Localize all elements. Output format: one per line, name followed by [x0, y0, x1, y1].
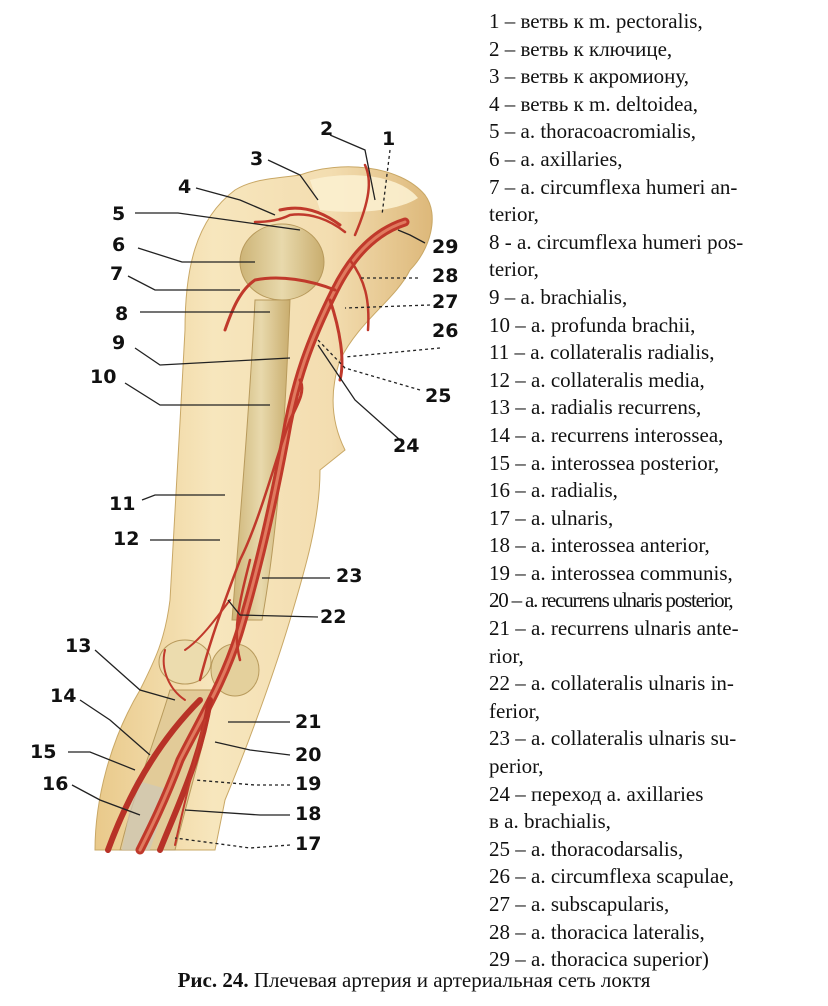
anatomy-svg: 1 2 3 4 5 6 7 8 9 10 11 12 13 14 15 16 1… — [30, 118, 458, 855]
legend-item-24: 24 – переход a. axillaries — [489, 781, 704, 806]
elbow-condyle — [158, 639, 212, 685]
label-12: 12 — [113, 528, 139, 550]
legend-item-6: 6 – a. axillaries, — [489, 146, 623, 171]
label-7: 7 — [110, 263, 123, 285]
label-9: 9 — [112, 332, 125, 354]
legend-item-4: 4 – ветвь к m. deltoidea, — [489, 91, 699, 116]
legend-item-23-cont: perior, — [489, 754, 544, 779]
arteries — [105, 163, 410, 855]
label-19: 19 — [295, 773, 321, 795]
label-24: 24 — [393, 435, 419, 457]
number-labels: 1 2 3 4 5 6 7 8 9 10 11 12 13 14 15 16 1… — [30, 118, 458, 855]
label-26: 26 — [432, 320, 458, 342]
legend-item-1: 1 – ветвь к m. pectoralis, — [489, 9, 703, 33]
legend-item-15: 15 – a. interossea posterior, — [489, 450, 720, 475]
figure-legend: 1 – ветвь к m. pectoralis, 2 – ветвь к к… — [489, 8, 824, 974]
ulnar-artery — [157, 697, 213, 853]
label-18: 18 — [295, 803, 321, 825]
legend-item-16: 16 – a. radialis, — [489, 478, 618, 503]
label-1: 1 — [382, 128, 395, 150]
legend-item-20: 20 – a. recurrens ulnaris posterior, — [489, 588, 734, 613]
label-17: 17 — [295, 833, 321, 855]
legend-item-8: 8 - a. circumflexa humeri pos- — [489, 229, 744, 254]
legend-item-18: 18 – a. interossea anterior, — [489, 533, 710, 558]
legend-item-25: 25 – a. thoracodarsalis, — [489, 836, 684, 861]
legend-item-7: 7 – a. circumflexa humeri an- — [489, 174, 738, 199]
arm-arteries-illustration: 1 2 3 4 5 6 7 8 9 10 11 12 13 14 15 16 1… — [0, 0, 470, 870]
legend-item-21: 21 – a. recurrens ulnaris ante- — [489, 616, 739, 641]
label-23: 23 — [336, 565, 362, 587]
label-4: 4 — [178, 176, 191, 198]
label-6: 6 — [112, 234, 125, 256]
label-8: 8 — [115, 303, 128, 325]
legend-item-5: 5 – a. thoracoacromialis, — [489, 119, 697, 144]
legend-item-7-cont: terior, — [489, 202, 539, 227]
label-3: 3 — [250, 148, 263, 170]
legend-item-17: 17 – a. ulnaris, — [489, 505, 614, 530]
radial-artery — [105, 697, 203, 853]
legend-item-2: 2 – ветвь к ключице, — [489, 36, 673, 61]
legend-item-8-cont: terior, — [489, 257, 539, 282]
legend-item-21-cont: rior, — [489, 643, 524, 668]
label-5: 5 — [112, 203, 125, 225]
figure-caption: Рис. 24. Плечевая артерия и артериальная… — [0, 968, 828, 993]
legend-item-23: 23 – a. collateralis ulnaris su- — [489, 726, 737, 751]
legend-item-19: 19 – a. interossea communis, — [489, 560, 733, 585]
label-20: 20 — [295, 744, 321, 766]
legend-item-14: 14 – a. recurrens interossea, — [489, 422, 724, 447]
label-2: 2 — [320, 118, 333, 140]
legend-item-9: 9 – a. brachialis, — [489, 284, 628, 309]
label-11: 11 — [109, 493, 135, 515]
legend-item-22-cont: ferior, — [489, 698, 541, 723]
caption-figure-number: Рис. 24. — [177, 968, 249, 992]
label-15: 15 — [30, 741, 56, 763]
legend-item-3: 3 – ветвь к акромиону, — [489, 64, 690, 89]
legend-item-13: 13 – a. radialis recurrens, — [489, 395, 702, 420]
label-29: 29 — [432, 236, 458, 258]
label-27: 27 — [432, 291, 458, 313]
label-14: 14 — [50, 685, 76, 707]
legend-item-22: 22 – a. collateralis ulnaris in- — [489, 671, 734, 696]
legend-item-29: 29 – a. thoracica superior) — [489, 947, 709, 972]
label-22: 22 — [320, 606, 346, 628]
label-21: 21 — [295, 711, 321, 733]
label-16: 16 — [42, 773, 68, 795]
leader-lines — [68, 134, 441, 849]
caption-title: Плечевая артерия и артериальная сеть лок… — [248, 968, 651, 992]
legend-item-10: 10 – a. profunda brachii, — [489, 312, 696, 337]
label-28: 28 — [432, 265, 458, 287]
label-25: 25 — [425, 385, 451, 407]
label-13: 13 — [65, 635, 91, 657]
legend-item-24-cont: в a. brachialis, — [489, 809, 611, 834]
legend-item-12: 12 – a. collateralis media, — [489, 367, 705, 392]
legend-item-11: 11 – a. collateralis radialis, — [489, 340, 715, 365]
legend-item-26: 26 – a. circumflexa scapulae, — [489, 864, 734, 889]
legend-item-27: 27 – a. subscapularis, — [489, 892, 670, 916]
label-10: 10 — [90, 366, 116, 388]
legend-item-28: 28 – a. thoracica lateralis, — [489, 919, 705, 944]
